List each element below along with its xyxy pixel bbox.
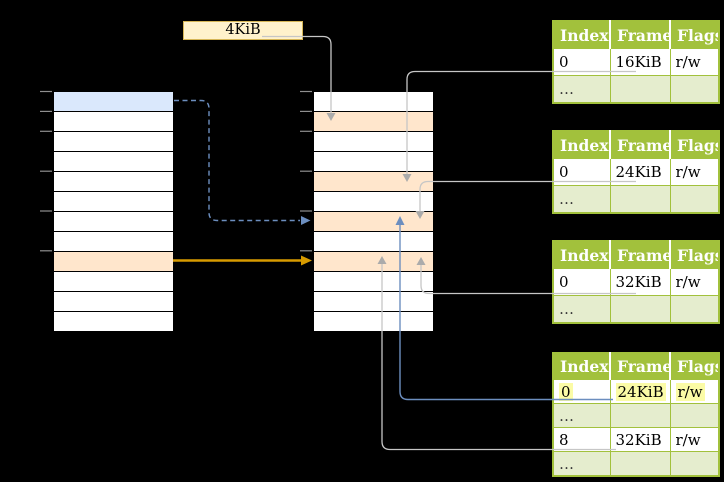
cell-frame <box>609 185 671 214</box>
column-header-frame: Frame <box>610 131 671 159</box>
memory-cell <box>314 152 433 172</box>
cell-index: 8 <box>552 427 611 452</box>
physical-memory-column <box>313 91 434 332</box>
memory-cell <box>54 172 173 192</box>
table-row-ellipsis: … <box>552 451 720 477</box>
cell-index: 0 <box>552 158 611 186</box>
cell-index: 0 <box>552 268 611 296</box>
table-row-ellipsis: … <box>552 75 720 104</box>
column-header-index: Index <box>553 131 611 159</box>
column-header-flags: Flags <box>670 131 719 159</box>
cell-index: … <box>552 75 611 104</box>
cell-index: … <box>552 185 611 214</box>
memory-cell-peach <box>314 252 433 272</box>
column-header-flags: Flags <box>670 21 719 49</box>
cell-flags: r/w <box>669 268 720 296</box>
cell-frame <box>609 75 671 104</box>
cell-flags <box>669 451 720 477</box>
memory-cell <box>314 232 433 252</box>
page-table-4: Index Frame Flags 0 24KiB r/w … 8 32KiB … <box>552 352 720 477</box>
memory-cell-peach <box>54 252 173 272</box>
cell-frame: 32KiB <box>609 268 671 296</box>
memory-cell-blue <box>54 92 173 112</box>
cell-flags: r/w <box>669 379 720 404</box>
cell-frame: 24KiB <box>609 379 671 404</box>
memory-cell <box>54 312 173 331</box>
table-row-ellipsis: … <box>552 185 720 214</box>
table-header-row: Index Frame Flags <box>553 131 719 159</box>
column-header-index: Index <box>553 353 611 380</box>
cell-flags <box>669 403 720 428</box>
page-table-1: Index Frame Flags 0 16KiB r/w … <box>552 20 720 104</box>
table-row: 0 32KiB r/w <box>552 268 720 296</box>
cell-flags: r/w <box>669 48 720 76</box>
arrow-virtual-page-to-frame-dashed <box>174 99 300 222</box>
memory-cell-peach <box>314 212 433 232</box>
column-header-flags: Flags <box>670 353 719 380</box>
table-row-selected: 0 24KiB r/w <box>552 379 720 404</box>
table-header-row: Index Frame Flags <box>553 241 719 269</box>
column-header-flags: Flags <box>670 241 719 269</box>
virtual-memory-column <box>53 91 174 332</box>
memory-cell <box>314 272 433 292</box>
memory-cell <box>314 92 433 112</box>
highlighted-value: r/w <box>675 382 705 401</box>
cell-flags <box>669 295 720 324</box>
memory-cell <box>314 192 433 212</box>
cell-frame <box>609 403 671 428</box>
arrowhead-right-icon <box>301 255 312 266</box>
column-header-frame: Frame <box>610 21 671 49</box>
memory-cell <box>54 192 173 212</box>
column-header-frame: Frame <box>610 353 671 380</box>
cell-flags: r/w <box>669 427 720 452</box>
table-header-row: Index Frame Flags <box>553 21 719 49</box>
cell-flags <box>669 75 720 104</box>
cell-index: 0 <box>552 48 611 76</box>
memory-cell-peach <box>314 172 433 192</box>
table-row: 0 16KiB r/w <box>552 48 720 76</box>
cell-frame: 24KiB <box>609 158 671 186</box>
table-row-ellipsis: … <box>552 295 720 324</box>
cell-frame: 16KiB <box>609 48 671 76</box>
page-table-2: Index Frame Flags 0 24KiB r/w … <box>552 130 720 214</box>
memory-cell <box>54 232 173 252</box>
cell-flags: r/w <box>669 158 720 186</box>
memory-cell-peach <box>314 112 433 132</box>
cell-frame <box>609 451 671 477</box>
cell-frame: 32KiB <box>609 427 671 452</box>
memory-cell <box>54 272 173 292</box>
memory-cell <box>314 292 433 312</box>
column-header-frame: Frame <box>610 241 671 269</box>
column-header-index: Index <box>553 241 611 269</box>
cell-index: … <box>552 451 611 477</box>
highlighted-value: 0 <box>559 382 573 401</box>
memory-cell <box>314 132 433 152</box>
cell-index: 0 <box>552 379 611 404</box>
memory-cell <box>54 212 173 232</box>
cell-index: … <box>552 295 611 324</box>
table-row: 0 24KiB r/w <box>552 158 720 186</box>
table-row: 8 32KiB r/w <box>552 427 720 452</box>
cell-flags <box>669 185 720 214</box>
memory-cell <box>54 112 173 132</box>
cell-index: … <box>552 403 611 428</box>
memory-cell <box>54 152 173 172</box>
cell-frame <box>609 295 671 324</box>
table-row-ellipsis: … <box>552 403 720 428</box>
arrowhead-right-icon <box>301 216 311 225</box>
page-size-label: 4KiB <box>183 21 303 40</box>
memory-cell <box>314 312 433 331</box>
highlighted-value: 24KiB <box>615 382 666 401</box>
table-header-row: Index Frame Flags <box>553 353 719 380</box>
page-table-3: Index Frame Flags 0 32KiB r/w … <box>552 240 720 324</box>
memory-cell <box>54 292 173 312</box>
memory-cell <box>54 132 173 152</box>
column-header-index: Index <box>553 21 611 49</box>
